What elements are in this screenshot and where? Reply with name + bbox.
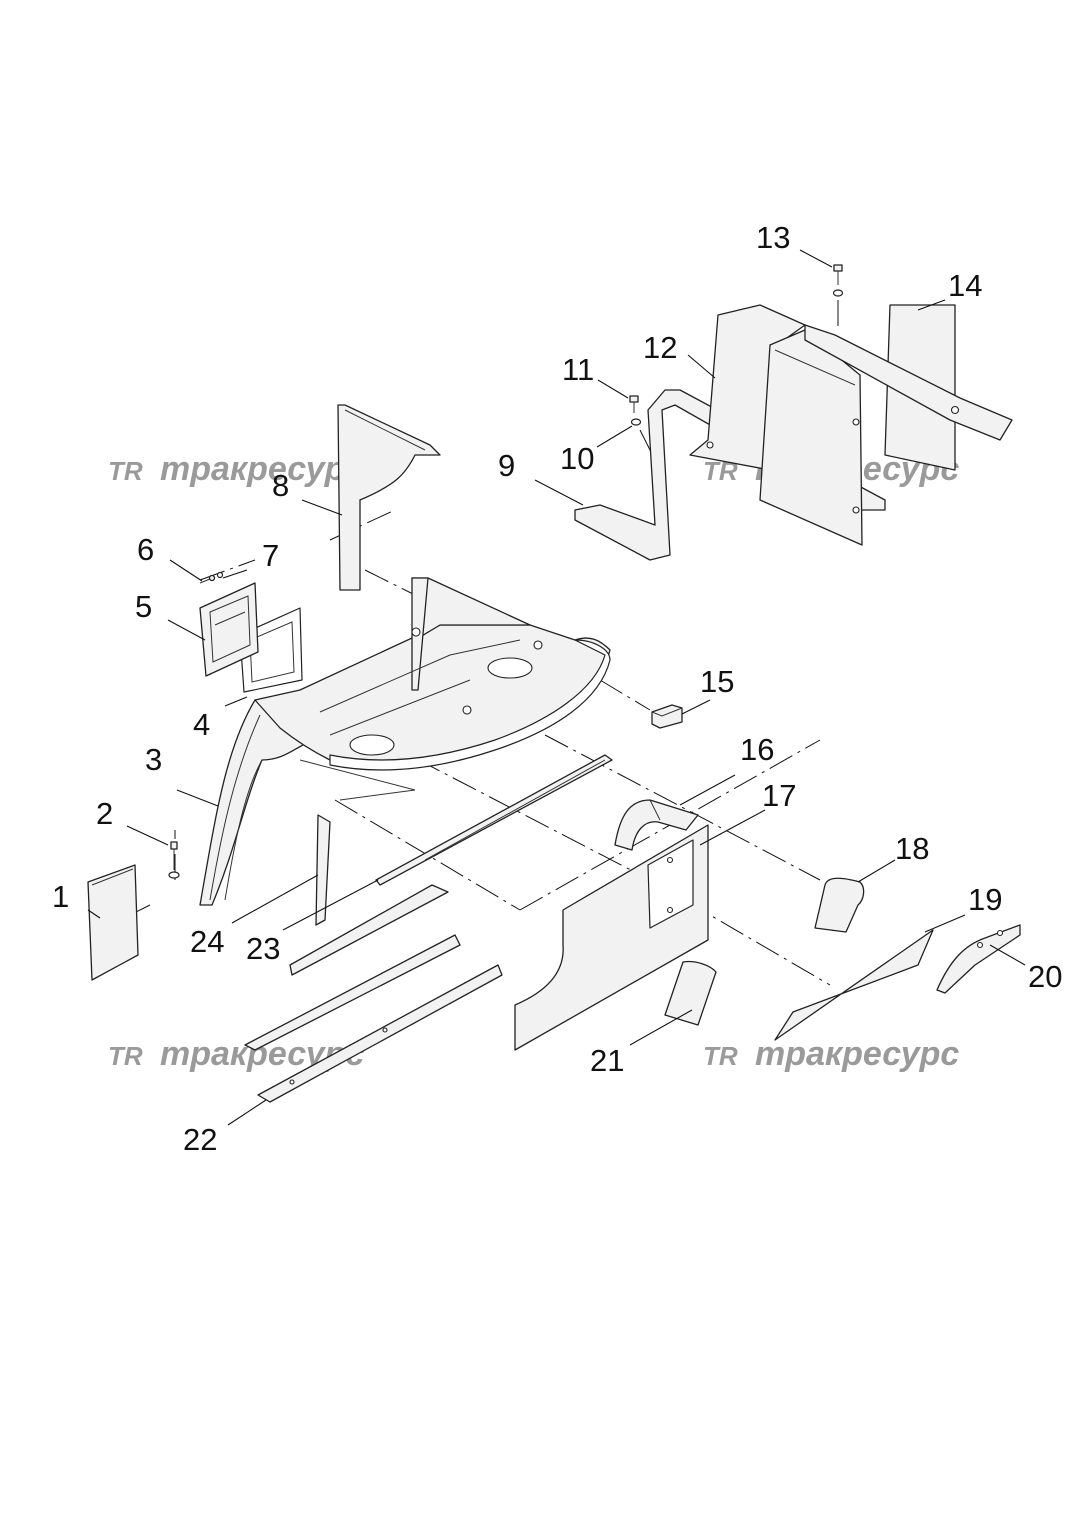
- part-14-rear-panel: [804, 304, 1013, 471]
- watermark-logo: TR: [108, 456, 143, 486]
- part-11-bolt: [629, 395, 639, 413]
- part-19-strip: [774, 929, 934, 1041]
- part-2-bolt: [168, 841, 180, 879]
- part-24-wedge: [315, 814, 331, 926]
- callout-5: 5: [135, 589, 152, 624]
- watermark-top-left: TR тракресурс: [108, 450, 364, 488]
- axis-line: [544, 734, 821, 881]
- callout-6: 6: [137, 532, 154, 567]
- part-5-hatch-cover: [199, 582, 259, 677]
- callout-17: 17: [762, 778, 796, 813]
- part-15-block: [651, 704, 683, 729]
- part-18-plate: [814, 877, 865, 933]
- axis-line: [364, 569, 416, 596]
- callout-9: 9: [498, 448, 515, 483]
- callout-19: 19: [968, 882, 1002, 917]
- callout-2: 2: [96, 796, 113, 831]
- callout-1: 1: [52, 879, 69, 914]
- part-20-end-cap: [936, 924, 1021, 994]
- part-10-washer: [630, 418, 642, 426]
- callout-3: 3: [145, 742, 162, 777]
- fender-main-body: [254, 577, 611, 801]
- callout-24: 24: [190, 924, 224, 959]
- axis-line: [599, 679, 651, 711]
- part-9-u-frame: [574, 389, 886, 561]
- part-6-screw: [199, 574, 216, 584]
- axis-line: [639, 429, 656, 461]
- part-22-strips: [244, 884, 503, 1103]
- leader-lines: [87, 249, 1026, 1126]
- callout-11: 11: [562, 352, 594, 387]
- watermark-text: тракресурс: [755, 1035, 959, 1073]
- callout-21: 21: [590, 1043, 624, 1078]
- part-7-washer: [216, 571, 224, 579]
- callout-18: 18: [895, 831, 929, 866]
- callout-15: 15: [700, 664, 734, 699]
- part-13-bolt: [832, 264, 844, 297]
- watermark-bottom-right: TR тракресурс: [703, 1035, 959, 1073]
- part-12-mount-plate: [689, 304, 863, 546]
- part-1-side-panel: [87, 864, 139, 981]
- watermark-logo: TR: [108, 1041, 143, 1071]
- callout-16: 16: [740, 732, 774, 767]
- part-23-bar: [375, 754, 613, 886]
- callout-13: 13: [756, 220, 790, 255]
- part-21-plate: [664, 960, 717, 1026]
- callout-14: 14: [948, 268, 982, 303]
- callout-12: 12: [643, 330, 677, 365]
- watermark-text: тракресурс: [160, 450, 364, 488]
- callout-10: 10: [560, 441, 594, 476]
- callout-8: 8: [272, 468, 289, 503]
- callout-23: 23: [246, 931, 280, 966]
- part-8-bracket: [337, 404, 441, 591]
- part-17-side-panel: [514, 824, 709, 1051]
- callout-22: 22: [183, 1122, 217, 1157]
- part-16-curved-cover: [614, 799, 699, 851]
- callout-4: 4: [193, 707, 210, 742]
- callout-20: 20: [1028, 959, 1062, 994]
- callout-labels: 1 2 3 4 5 6 7 8 9 10 11 12 13 14 15 16 1…: [52, 220, 1062, 1157]
- watermark-logo: TR: [703, 1041, 738, 1071]
- callout-7: 7: [262, 538, 279, 573]
